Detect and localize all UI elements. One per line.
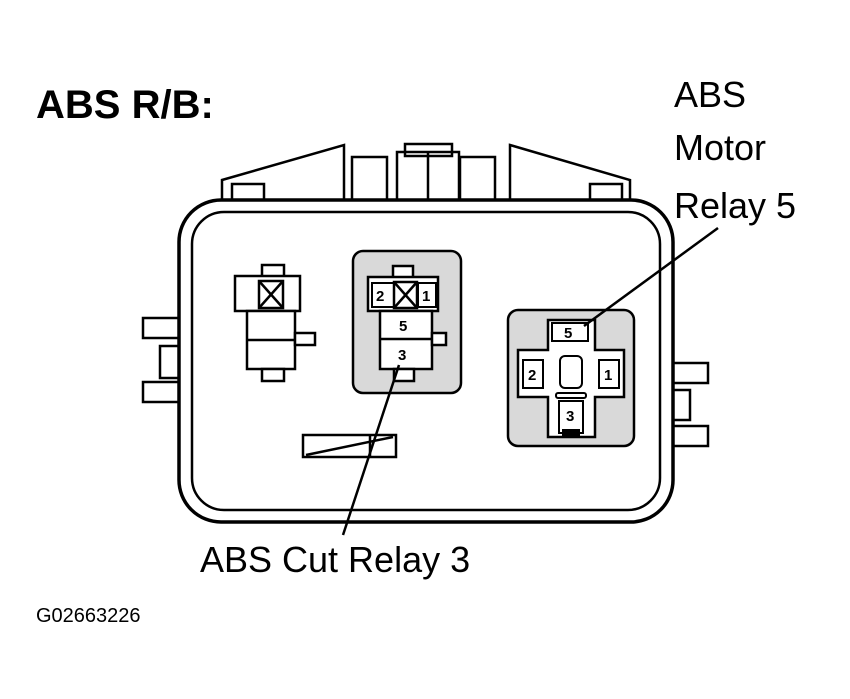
motor-relay-pin-1: 1 — [604, 367, 612, 384]
cut-relay-pin-5: 5 — [399, 318, 407, 335]
motor-relay-label-line-3: Relay 5 — [674, 185, 796, 226]
motor-relay-pin-3: 3 — [566, 408, 574, 425]
motor-relay-leader-line — [583, 226, 719, 328]
cut-relay-pin-1: 1 — [422, 288, 430, 305]
figure-id: G02663226 — [36, 605, 141, 627]
cut-relay-pin-3: 3 — [398, 347, 406, 364]
cut-relay-pin-2: 2 — [376, 288, 384, 305]
left-relay-slot — [233, 263, 317, 383]
fuse-strip — [301, 433, 398, 459]
cut-relay-leader-line — [341, 364, 401, 536]
abs-cut-relay-socket: 2 1 5 3 — [351, 249, 463, 395]
motor-relay-label-line-1: ABS — [674, 74, 746, 115]
abs-motor-relay-socket: 5 2 1 3 — [506, 308, 636, 448]
motor-relay-pin-5: 5 — [564, 325, 572, 342]
housing-top-features — [220, 142, 632, 206]
diagram-title: ABS R/B: — [36, 83, 214, 127]
cut-relay-label: ABS Cut Relay 3 — [200, 539, 470, 580]
motor-relay-pin-2: 2 — [528, 367, 536, 384]
motor-relay-label-line-2: Motor — [674, 127, 766, 168]
